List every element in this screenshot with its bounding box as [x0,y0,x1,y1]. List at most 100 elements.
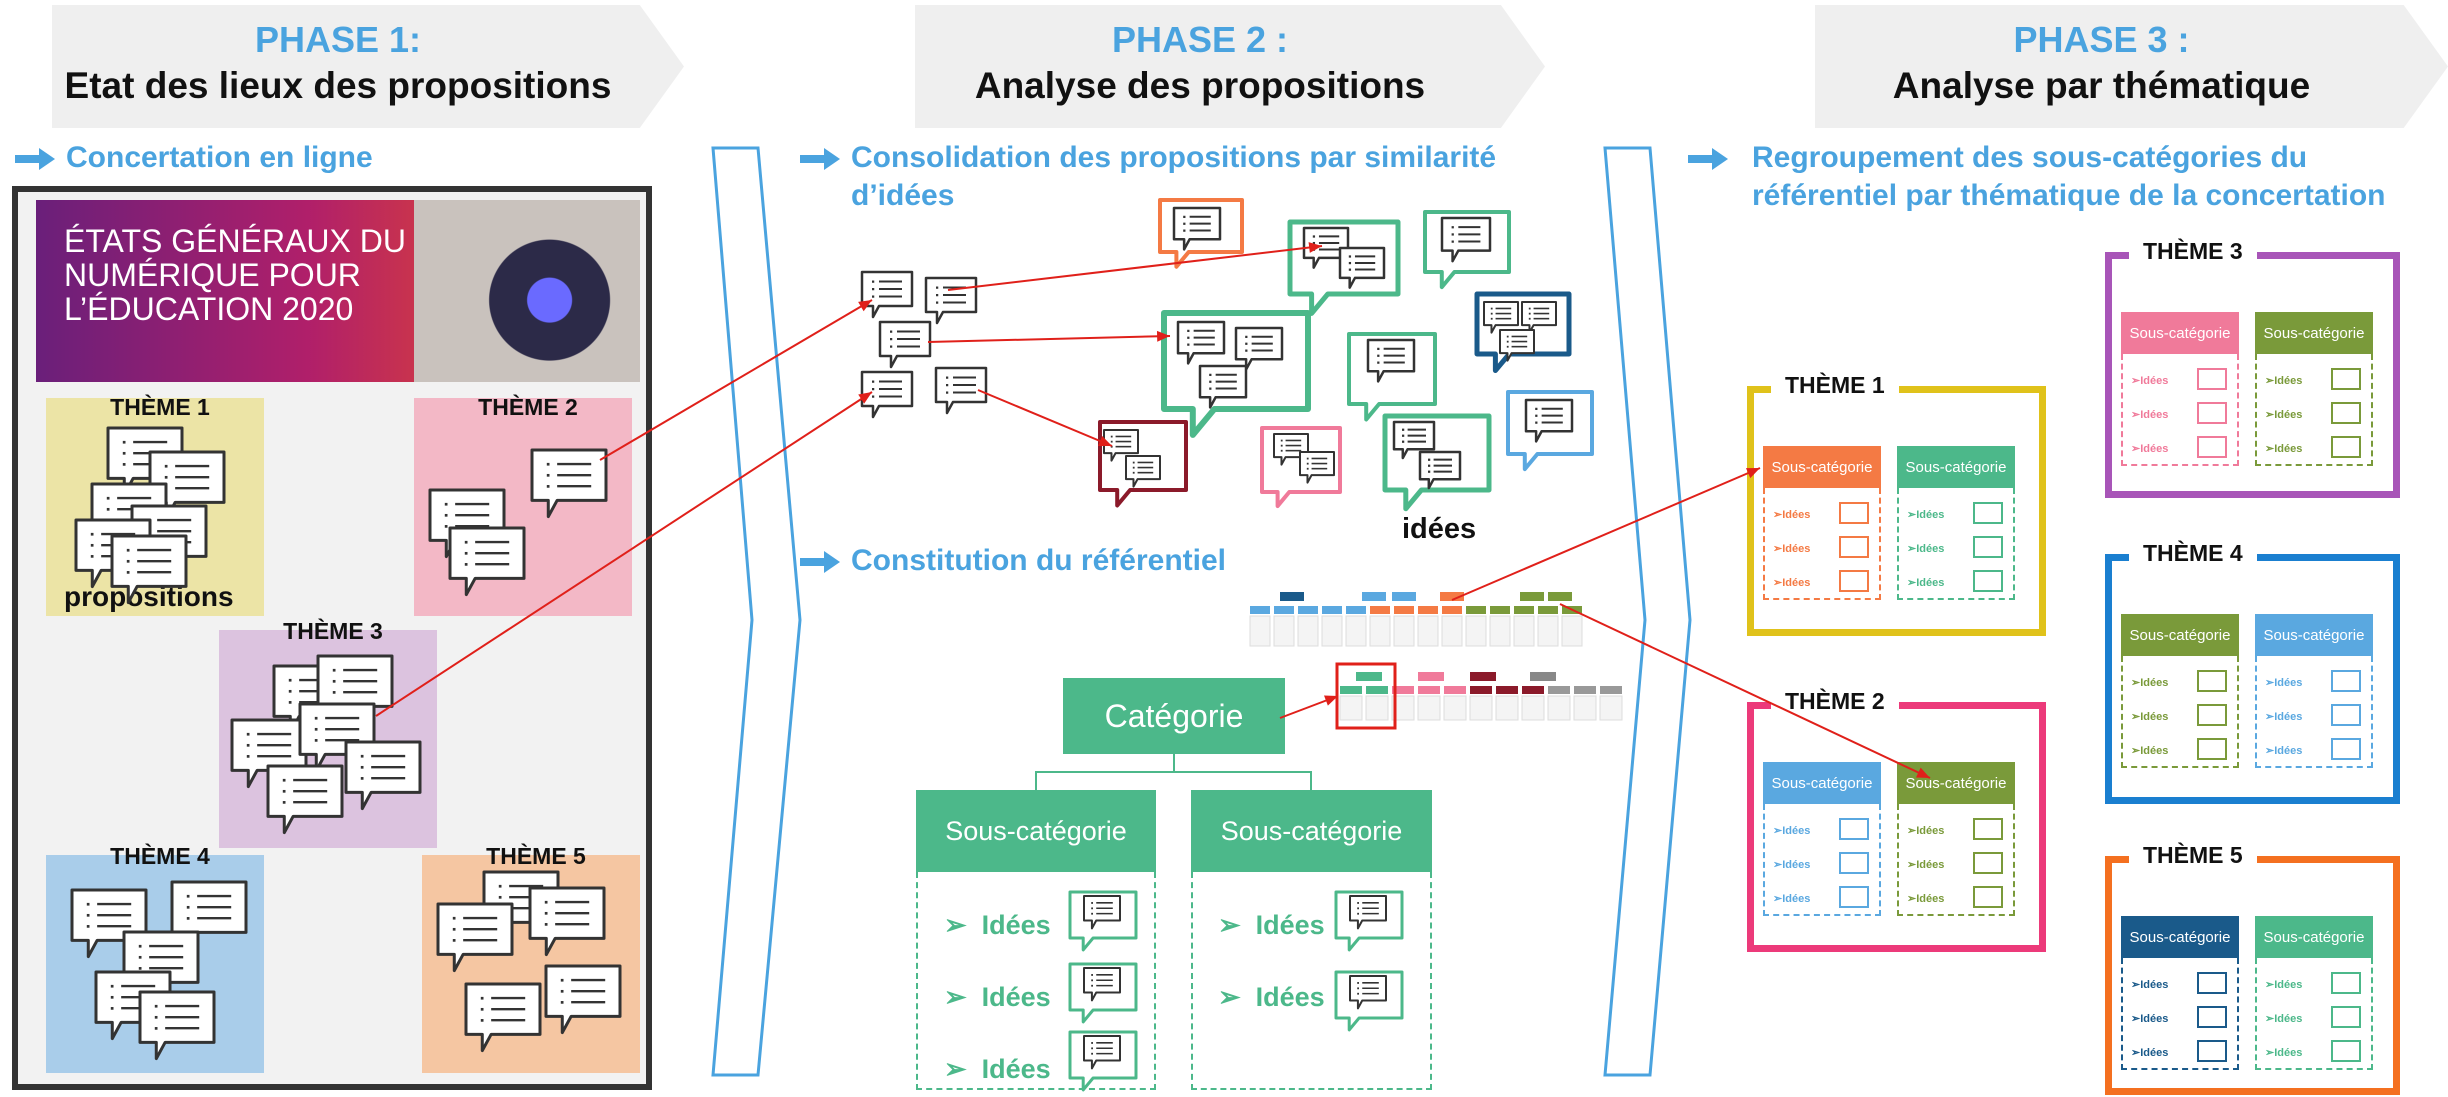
mini-idee-item: ➢Idées [2265,745,2303,757]
arrow-ref-to-theme1 [1451,467,1761,601]
mini-subcategory-head: Sous-catégorie [2255,614,2373,656]
referential-node [1298,606,1318,614]
speech-bubble-icon [2197,1040,2227,1062]
speech-bubble-icon [2197,972,2227,994]
speech-bubble-icon [2331,402,2361,424]
idee-text: Idées [981,1054,1051,1084]
idees-label: idées [1402,513,1477,545]
idee-text: Idées [1255,982,1325,1012]
idea-group-frame [1347,332,1437,422]
phase-1-subtitle: Etat des lieux des propositions [64,65,612,106]
mini-idee-item: ➢Idées [2131,375,2169,387]
idee-text: Idées [981,910,1051,940]
theme-3-title: THÈME 3 [2129,238,2257,265]
section-consolidation: Consolidation des propositions par simil… [851,141,1497,212]
speech-bubble-icon [1973,536,2003,558]
referential-leaf [1489,615,1511,647]
mini-subcategory-head: Sous-catégorie [2121,312,2239,354]
theme-1-title: THÈME 1 [1771,372,1899,399]
speech-bubble-icon [1973,818,2003,840]
referential-leaf [1521,695,1545,721]
speech-bubble-icon [1338,246,1386,289]
idea-group-frame [1382,413,1492,512]
speech-bubble-icon [2331,704,2361,726]
phase-2-header: PHASE 2 : Analyse des propositions [915,5,1545,128]
referential-leaf [1599,695,1623,721]
mini-idee-item: ➢Idées [1907,893,1945,905]
referential-leaf [1495,695,1519,721]
referential-leaf [1547,695,1571,721]
speech-bubble-icon [1839,886,1869,908]
speech-bubble-icon [2197,436,2227,458]
phase1-theme-3-label: THÈME 3 [283,618,383,644]
mini-subcategory-list [1763,804,1881,916]
subcategory-left-list [916,872,1156,1090]
speech-bubble-icon [2331,738,2361,760]
idea-group-frame [1287,219,1401,316]
referential-node [1418,686,1440,694]
referential-leaf [1365,695,1389,721]
referential-leaf [1345,615,1367,647]
idee-text: Idées [1255,910,1325,940]
phase-3-title: PHASE 3 : [2013,19,2190,60]
speech-bubble-icon [1839,536,1869,558]
chevron-separator-2 [1603,146,1692,1077]
speech-bubble-icon [1103,429,1139,462]
referential-node [1522,686,1544,694]
referential-leaf [1537,615,1559,647]
referential-node [1538,606,1558,614]
speech-bubble-icon [1483,301,1519,334]
speech-bubble-icon [2197,1006,2227,1028]
speech-bubble-icon [1524,398,1574,443]
speech-bubble-icon [878,320,932,369]
idee-item: ➢ Idées [944,1054,1051,1084]
referential-node [1466,606,1486,614]
section-constitution: Constitution du référentiel [851,544,1226,577]
speech-bubble-icon [1499,329,1535,362]
referential-node [1490,606,1510,614]
phase-2-title: PHASE 2 : [1111,19,1289,60]
referential-leaf [1393,615,1415,647]
right-arrow-icon [1688,148,1728,170]
speech-bubble-icon [934,366,988,415]
banner-photo [414,200,640,382]
referential-node [1274,606,1294,614]
referential-node [1562,606,1582,614]
phase1-theme-1-label: THÈME 1 [110,394,210,420]
mini-subcategory-head: Sous-catégorie [1763,762,1881,804]
referential-node [1280,592,1304,601]
referential-leaf [1443,695,1467,721]
arrow-theme2-to-bubble-head [858,300,872,312]
referential-node [1442,606,1462,614]
right-arrow-icon [800,148,840,170]
mini-idee-item: ➢Idées [2131,745,2169,757]
speech-bubble-icon [1234,326,1284,371]
speech-bubble-icon [2197,402,2227,424]
subcategory-right: Sous-catégorie [1191,790,1432,872]
mini-idee-item: ➢Idées [1773,893,1811,905]
speech-bubble-icon [860,370,914,419]
mini-subcategory-head: Sous-catégorie [2255,312,2373,354]
theme-4-block [46,855,264,1073]
referential-leaf [1391,695,1415,721]
mini-idee-item: ➢Idées [2265,1047,2303,1059]
idee-text: Idées [981,982,1051,1012]
mini-subcategory-list [2121,354,2239,466]
speech-bubble-icon [1299,451,1335,484]
speech-bubble-icon [1440,216,1492,263]
mini-subcategory-list [2121,958,2239,1070]
speech-bubble-icon [1973,852,2003,874]
mini-subcategory-head: Sous-catégorie [2121,916,2239,958]
referential-node [1362,592,1386,601]
arrow-bubble-to-group-b-head [1156,330,1170,342]
arrow-category-to-ref [1279,695,1339,719]
speech-bubble-icon [924,276,978,325]
mini-idee-item: ➢Idées [1773,825,1811,837]
referential-node [1548,686,1570,694]
mini-idee-item: ➢Idées [1773,509,1811,521]
referential-node [1600,686,1622,694]
theme-4-title: THÈME 4 [2129,540,2257,567]
speech-bubble-icon [1273,433,1309,466]
speech-bubble-icon [1302,226,1350,269]
theme-5-block [422,855,640,1073]
